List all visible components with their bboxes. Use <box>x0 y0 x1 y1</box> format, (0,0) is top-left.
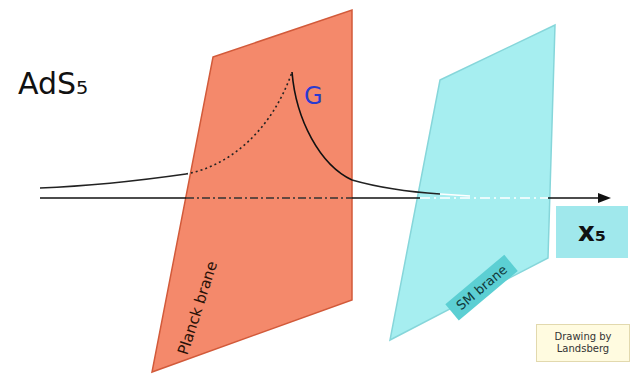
credit-box-rect <box>537 325 630 362</box>
axis-label-box-rect <box>557 207 628 258</box>
axis-label-box-text: x₅ <box>578 217 606 247</box>
graviton-profile-tail <box>352 180 440 194</box>
axis-behind-brane <box>420 197 548 199</box>
axis-line <box>548 197 600 199</box>
graviton-profile-hidden <box>186 72 292 174</box>
planck-brane: Planck brane <box>152 8 352 372</box>
axis-dashdot <box>186 197 352 199</box>
space-label: AdS₅ <box>18 66 88 101</box>
axis-arrowhead <box>598 193 611 203</box>
credit-box: Drawing by Landsberg <box>536 324 630 362</box>
sm-brane-plane <box>390 25 555 340</box>
axis-line <box>352 197 420 199</box>
axis-line <box>40 197 186 199</box>
planck-brane-plane <box>152 10 352 372</box>
graviton-profile-left <box>40 174 186 188</box>
field-label: G <box>304 82 323 110</box>
graviton-profile-right <box>292 72 352 180</box>
credit-box-text: Drawing by Landsberg <box>536 331 630 355</box>
planck-brane-outline <box>152 8 352 372</box>
axis-label-box: x₅ <box>556 206 628 258</box>
sm-brane: SM brane <box>390 25 555 340</box>
graviton-profile-behind-brane <box>440 194 470 196</box>
